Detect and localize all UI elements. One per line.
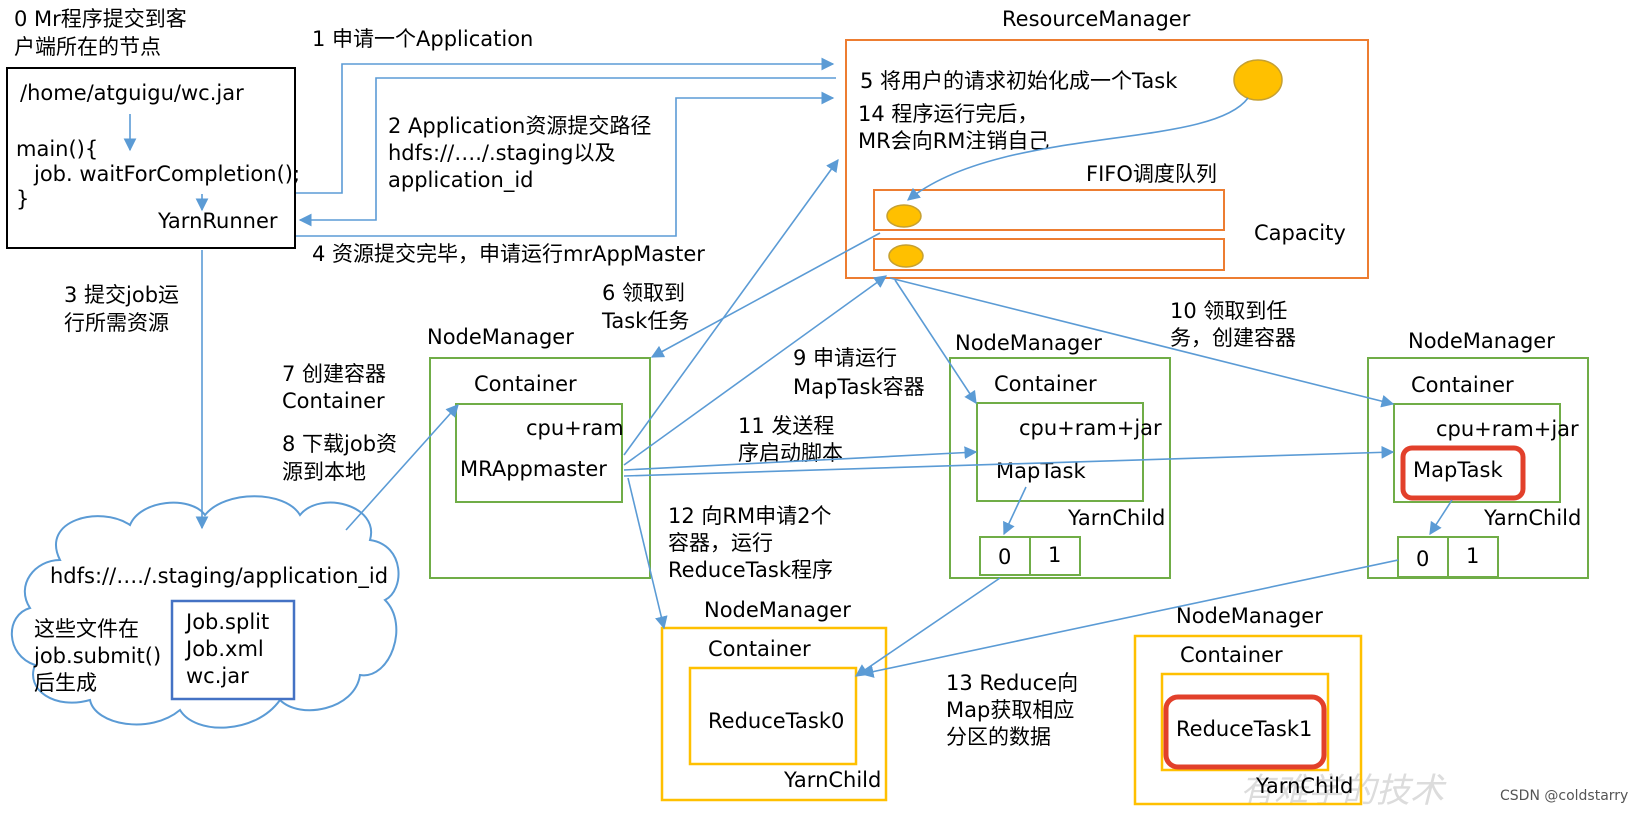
nm5-yarnchild: YarnChild (1255, 774, 1353, 798)
nodemanager-reduce-0: NodeManager Container ReduceTask0 YarnCh… (660, 598, 888, 802)
arrow-maptask-to-partition-1 (1003, 486, 1027, 536)
nm5-title: NodeManager (1176, 604, 1323, 628)
nm1-title: NodeManager (427, 325, 574, 349)
nodemanager-map-2: NodeManager Container cpu+ram+jar MapTas… (1367, 329, 1589, 579)
rm-title: ResourceManager (1002, 7, 1191, 31)
arrow-step2 (298, 77, 836, 227)
nm2-partition-1-label: 1 (1048, 543, 1061, 567)
step11-label: 11 发送程 序启动脚本 (738, 414, 843, 465)
rm-box (845, 39, 1369, 279)
nm4-container-box (688, 666, 858, 766)
arrow-step10 (889, 277, 1395, 408)
arrow-step13-nm3 (860, 559, 1399, 678)
mrappmaster-label: MRAppmaster (460, 457, 607, 481)
reduce-task-1: ReduceTask1 (1176, 717, 1312, 741)
nm1-container-label: Container (474, 372, 577, 396)
step2-label: 2 Application资源提交路径 hdfs://…./.staging以及… (388, 114, 658, 193)
nodemanager-map-1: NodeManager Container cpu+ram+jar MapTas… (949, 331, 1171, 579)
arrow-step11-nm3 (623, 445, 1395, 477)
fifo-queue-2 (873, 238, 1225, 271)
yarn-runner: YarnRunner (157, 209, 278, 233)
step1-label: 1 申请一个Application (312, 27, 533, 51)
nm2-container-label: Container (994, 372, 1097, 396)
nodemanager-appmaster: NodeManager Container cpu+ram MRAppmaste… (427, 325, 651, 579)
nm5-box (1133, 634, 1363, 806)
arrow-step6 (650, 232, 881, 358)
arrow-step4 (296, 91, 835, 237)
nm4-box (660, 626, 888, 802)
fifo-label: FIFO调度队列 (1086, 162, 1217, 186)
nm3-resources: cpu+ram+jar (1436, 417, 1579, 441)
nm5-reducetask-highlight (1163, 694, 1327, 770)
resource-manager: ResourceManager 5 将用户的请求初始化成一个Task 14 程序… (845, 7, 1369, 279)
nm3-partition-1 (1447, 536, 1499, 578)
rm-step14: 14 程序运行完后， MR会向RM注销自己 (858, 102, 1049, 153)
nm2-box (949, 357, 1171, 579)
nm2-resources: cpu+ram+jar (1019, 416, 1162, 440)
nm5-container-label: Container (1180, 643, 1283, 667)
nm1-container-box (455, 403, 623, 503)
arrow-step1 (296, 57, 835, 194)
step6-label: 6 领取到 Task任务 (601, 281, 692, 333)
step8-label: 8 下载job资 源到本地 (282, 432, 404, 484)
capacity-label: Capacity (1254, 221, 1346, 245)
task-oval (1233, 59, 1283, 101)
hdfs-cloud: hdfs://…./.staging/application_id 这些文件在 … (10, 495, 400, 729)
step7-label: 7 创建容器 Container (282, 362, 393, 413)
hdfs-note: 这些文件在 job.submit() 后生成 (33, 617, 168, 695)
nm1-resources: cpu+ram (526, 416, 624, 440)
arrow-rm-to-nm2 (894, 279, 977, 405)
nm2-partition-0-label: 0 (998, 545, 1011, 569)
nm4-container-label: Container (708, 637, 811, 661)
nm3-title: NodeManager (1408, 329, 1555, 353)
nodemanager-reduce-1: NodeManager Container ReduceTask1 YarnCh… (1133, 604, 1363, 806)
arrow-appmaster-to-rm-1 (623, 158, 839, 456)
nm5-container-box (1160, 672, 1330, 772)
job-files: Job.split Job.xml wc.jar (184, 610, 276, 688)
arrows (123, 57, 1453, 678)
arrow-step9 (623, 275, 888, 466)
client-node: /home/atguigu/wc.jar main(){ job. waitFo… (6, 67, 300, 249)
step9-label: 9 申请运行 MapTask容器 (793, 346, 925, 399)
arrow-step12 (627, 477, 668, 630)
arrow-maptask-to-partition-2 (1429, 499, 1453, 536)
nm3-partition-0-label: 0 (1416, 547, 1429, 571)
fifo-queue-1 (873, 189, 1225, 231)
arrow-step8 (345, 404, 459, 531)
step4-label: 4 资源提交完毕，申请运行mrAppMaster (312, 242, 705, 266)
nm3-partition-1-label: 1 (1466, 544, 1479, 568)
nm4-yarnchild: YarnChild (783, 768, 881, 792)
arrow-step11-nm2 (623, 446, 978, 471)
client-box (6, 67, 296, 249)
nm2-partition-1 (1029, 536, 1081, 576)
hdfs-path: hdfs://…./.staging/application_id (50, 564, 388, 589)
step12-label: 12 向RM申请2个 容器，运行 ReduceTask程序 (668, 504, 838, 582)
jar-path: /home/atguigu/wc.jar (20, 81, 244, 105)
step0-label: 0 Mr程序提交到客 户端所在的节点 (14, 7, 193, 59)
rm-step5: 5 将用户的请求初始化成一个Task (860, 69, 1178, 93)
nm3-container-label: Container (1411, 373, 1514, 397)
step3-label: 3 提交job运 行所需资源 (64, 283, 186, 335)
nm2-title: NodeManager (955, 331, 1102, 355)
reduce-task-0: ReduceTask0 (708, 709, 844, 733)
cloud-shape (10, 495, 400, 729)
credit-text: CSDN @coldstarry (1500, 788, 1628, 804)
job-files-box (170, 599, 296, 701)
nm3-maptask: MapTask (1413, 458, 1503, 482)
wait-code: job. waitForCompletion(); (33, 162, 300, 186)
arrow-task-to-queue (907, 97, 1249, 201)
queue-task-oval-2 (888, 244, 924, 268)
nm3-maptask-highlight (1400, 445, 1526, 501)
step13-label: 13 Reduce向 Map获取相应 分区的数据 (946, 671, 1085, 749)
closing-brace: } (16, 187, 29, 211)
main-code: main(){ (16, 137, 98, 161)
arrow-step13-nm2 (854, 577, 1001, 677)
nm3-yarnchild: YarnChild (1483, 506, 1581, 530)
nm2-yarnchild: YarnChild (1067, 506, 1165, 530)
queue-task-oval-1 (886, 204, 922, 228)
step10-label: 10 领取到任 务，创建容器 (1170, 299, 1296, 350)
nm4-title: NodeManager (704, 598, 851, 622)
